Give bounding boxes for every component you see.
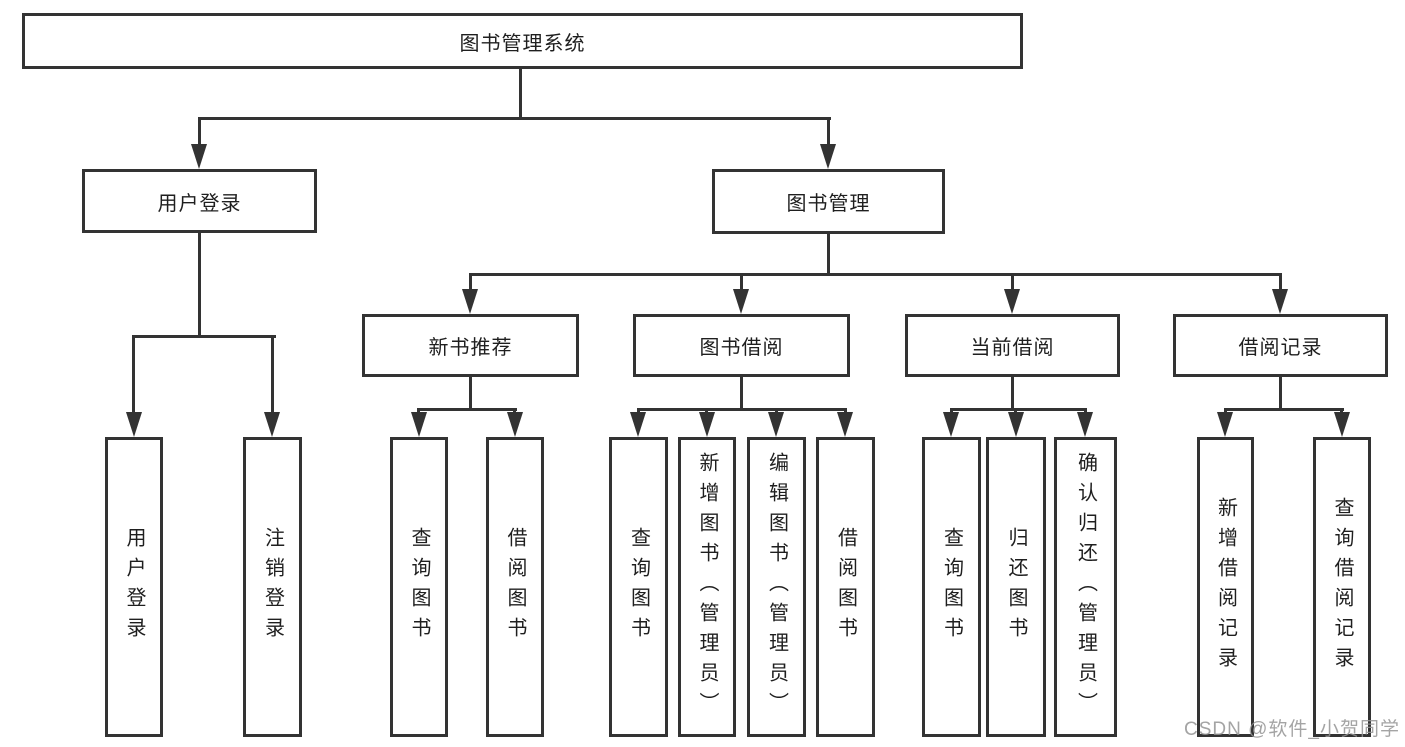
arrow-down-icon [264, 412, 280, 437]
leaf-return-books: 归还图书 [986, 437, 1046, 737]
connector-line [775, 408, 778, 415]
connector-line [1224, 408, 1227, 415]
leaf-query-borrow-record: 查询借阅记录 [1313, 437, 1371, 737]
connector-line [950, 408, 953, 415]
connector-line [1014, 408, 1017, 415]
leaf-confirm-return-admin: 确认归还（管理员） [1054, 437, 1117, 737]
connector-line [637, 408, 640, 415]
connector-line [740, 377, 743, 410]
node-book-management-label: 图书管理 [786, 193, 871, 215]
connector-line [844, 408, 847, 415]
arrow-down-icon [837, 412, 853, 437]
arrow-down-icon [191, 144, 207, 169]
node-user-login-label: 用户登录 [157, 192, 242, 215]
connector-line [198, 117, 201, 147]
connector-line [132, 335, 135, 413]
connector-line [198, 117, 831, 120]
connector-line [827, 117, 830, 147]
leaf-logout: 注销登录 [243, 437, 302, 737]
arrow-down-icon [768, 412, 784, 437]
connector-line [1279, 377, 1282, 408]
connector-line [198, 233, 201, 336]
node-current-borrow: 当前借阅 [905, 314, 1120, 377]
connector-line [740, 273, 743, 291]
leaf-edit-books-admin: 编辑图书（管理员） [747, 437, 806, 737]
leaf-confirm-return-admin-label: 确认归还（管理员） [1074, 452, 1097, 722]
leaf-query-books-recommend-label: 查询图书 [408, 527, 430, 647]
arrow-down-icon [943, 412, 959, 437]
arrow-down-icon [1008, 412, 1024, 437]
connector-line [950, 408, 1087, 411]
leaf-query-books-borrow-label: 查询图书 [627, 527, 650, 647]
connector-line [513, 408, 516, 415]
arrow-down-icon [462, 289, 478, 314]
leaf-query-books-current-label: 查询图书 [940, 527, 963, 647]
arrow-down-icon [630, 412, 646, 437]
leaf-query-books-borrow: 查询图书 [609, 437, 668, 737]
leaf-query-books-recommend: 查询图书 [390, 437, 448, 737]
connector-line [1011, 377, 1014, 410]
node-user-login: 用户登录 [82, 169, 317, 233]
node-borrow-records: 借阅记录 [1173, 314, 1388, 377]
leaf-add-books-admin-label: 新增图书（管理员） [696, 452, 718, 722]
node-new-book-recommend: 新书推荐 [362, 314, 579, 377]
csdn-watermark: CSDN @软件_小贺同学 [1184, 719, 1400, 740]
leaf-user-login-label: 用户登录 [123, 527, 145, 647]
leaf-borrow-books-borrow: 借阅图书 [816, 437, 875, 737]
connector-line [1279, 273, 1282, 291]
leaf-query-books-current: 查询图书 [922, 437, 981, 737]
node-book-borrow-label: 图书借阅 [699, 337, 784, 359]
arrow-down-icon [1004, 289, 1020, 314]
arrow-down-icon [699, 412, 715, 437]
node-book-borrow: 图书借阅 [633, 314, 850, 377]
leaf-add-books-admin: 新增图书（管理员） [678, 437, 736, 737]
connector-line [417, 408, 420, 415]
connector-line [469, 273, 1282, 276]
node-root: 图书管理系统 [22, 13, 1023, 69]
node-borrow-records-label: 借阅记录 [1238, 337, 1323, 359]
leaf-borrow-books-recommend-label: 借阅图书 [504, 527, 526, 647]
connector-line [469, 377, 472, 410]
connector-line [469, 273, 472, 291]
node-book-management: 图书管理 [712, 169, 945, 234]
node-root-label: 图书管理系统 [459, 32, 586, 55]
connector-line [1224, 408, 1344, 411]
connector-line [705, 408, 708, 415]
leaf-return-books-label: 归还图书 [1005, 527, 1027, 647]
connector-line [637, 408, 847, 411]
arrow-down-icon [1217, 412, 1233, 437]
leaf-user-login: 用户登录 [105, 437, 163, 737]
arrow-down-icon [1334, 412, 1350, 437]
leaf-add-borrow-record: 新增借阅记录 [1197, 437, 1254, 737]
arrow-down-icon [733, 289, 749, 314]
connector-line [519, 69, 522, 117]
arrow-down-icon [411, 412, 427, 437]
connector-line [133, 335, 276, 338]
leaf-borrow-books-borrow-label: 借阅图书 [834, 527, 857, 647]
connector-line [1011, 273, 1014, 291]
leaf-add-borrow-record-label: 新增借阅记录 [1214, 497, 1237, 677]
arrow-down-icon [820, 144, 836, 169]
leaf-query-borrow-record-label: 查询借阅记录 [1331, 497, 1353, 677]
leaf-edit-books-admin-label: 编辑图书（管理员） [765, 452, 788, 722]
node-current-borrow-label: 当前借阅 [970, 337, 1055, 359]
connector-line [1340, 408, 1343, 415]
arrow-down-icon [1077, 412, 1093, 437]
leaf-borrow-books-recommend: 借阅图书 [486, 437, 544, 737]
arrow-down-icon [1272, 289, 1288, 314]
connector-line [1084, 408, 1087, 415]
connector-line [417, 408, 517, 411]
connector-line [271, 335, 274, 413]
arrow-down-icon [126, 412, 142, 437]
node-new-book-recommend-label: 新书推荐 [428, 337, 513, 359]
arrow-down-icon [507, 412, 523, 437]
leaf-logout-label: 注销登录 [261, 527, 284, 647]
connector-line [827, 234, 830, 273]
